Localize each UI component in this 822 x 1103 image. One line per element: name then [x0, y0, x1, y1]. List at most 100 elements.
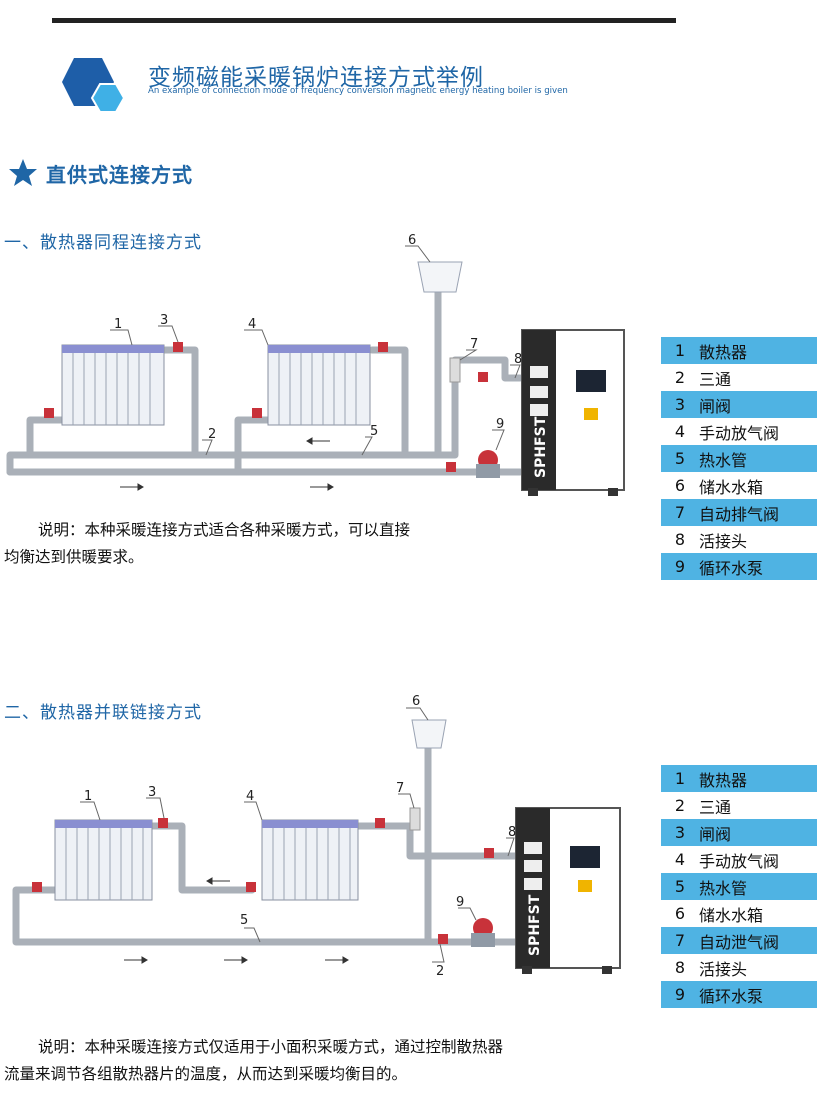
- diagram2-water-tank: [411, 719, 447, 749]
- diagram1-leader-lines: [110, 245, 521, 456]
- diagram1-schematic: SPHFST 1 2 3 4 5 6 7 8 9: [6, 233, 625, 496]
- legend-num: 7: [674, 503, 686, 522]
- star-icon: [9, 159, 37, 186]
- legend-num: 1: [674, 769, 686, 788]
- legend-label: 闸阀: [699, 824, 732, 844]
- legend-label: 储水水箱: [699, 477, 764, 497]
- diagram2-boiler-brand: SPHFST: [527, 894, 543, 956]
- diagram1-callout-9: 9: [496, 417, 504, 432]
- legend-num: 6: [674, 904, 686, 923]
- diagram1-callout-3: 3: [160, 313, 168, 328]
- diagram2-leader-lines: [80, 707, 515, 963]
- diagram1-radiator-2: [267, 344, 371, 426]
- legend-label: 热水管: [699, 450, 748, 470]
- diagram2-valves: [32, 818, 494, 944]
- diagram2-callout-labels: 1 2 3 4 5 6 7 8 9: [84, 694, 516, 979]
- diagram2-callout-7: 7: [396, 781, 404, 796]
- diagram2-radiator-2: [261, 819, 359, 901]
- diagram1-subtitle: 一、散热器同程连接方式: [4, 233, 202, 253]
- legend-label: 自动排气阀: [699, 504, 780, 524]
- legend-num: 7: [674, 931, 686, 950]
- diagram2-callout-1: 1: [84, 789, 92, 804]
- legend-label: 热水管: [699, 878, 748, 898]
- diagram1-callout-4: 4: [248, 317, 256, 332]
- legend-num: 9: [674, 985, 686, 1004]
- diagram2-callout-4: 4: [246, 789, 254, 804]
- legend-row: 3 闸阀: [661, 819, 817, 846]
- legend-label: 活接头: [699, 959, 748, 979]
- legend-num: 8: [674, 530, 686, 549]
- diagram2-schematic: SPHFST 1 2 3 4 5 6 7 8 9: [12, 694, 621, 979]
- legend-row: 6 储水水箱: [661, 472, 817, 499]
- diagram1-radiator-1: [61, 344, 165, 426]
- legend-label: 三通: [699, 369, 732, 389]
- legend-row: 6 储水水箱: [661, 900, 817, 927]
- diagram1-note-line2: 均衡达到供暖要求。: [4, 548, 144, 566]
- hexagon-logo-icon: [56, 50, 136, 114]
- diagram2-callout-9: 9: [456, 895, 464, 910]
- diagram2-subtitle: 二、散热器并联链接方式: [4, 703, 202, 723]
- diagram1-callout-labels: 1 2 3 4 5 6 7 8 9: [114, 233, 522, 442]
- legend-num: 4: [674, 422, 686, 441]
- diagram2-radiator-1: [54, 819, 153, 901]
- diagram1-boiler: SPHFST: [521, 329, 625, 496]
- diagram1-callout-7: 7: [470, 337, 478, 352]
- legend-row: 3 闸阀: [661, 391, 817, 418]
- diagram2-callout-6: 6: [412, 694, 420, 709]
- diagram2-callout-2: 2: [436, 964, 444, 979]
- legend-label: 活接头: [699, 531, 748, 551]
- diagram1-callout-1: 1: [114, 317, 122, 332]
- diagram2-callout-8: 8: [508, 825, 516, 840]
- diagram2-note-line2: 流量来调节各组散热器片的温度，从而达到采暖均衡目的。: [4, 1065, 408, 1083]
- diagram1-valves: [44, 342, 488, 472]
- legend-label: 散热器: [699, 342, 748, 362]
- legend-row: 2 三通: [661, 792, 817, 819]
- legend-row: 8 活接头: [661, 526, 817, 553]
- diagram2-flow-arrows: [124, 877, 349, 964]
- legend-label: 三通: [699, 797, 732, 817]
- legend-row: 7 自动泄气阀: [661, 927, 817, 954]
- diagram1-callout-8: 8: [514, 352, 522, 367]
- page-subtitle-en: An example of connection mode of frequen…: [148, 86, 568, 96]
- legend-label: 手动放气阀: [699, 423, 780, 443]
- header-rule: [52, 18, 676, 23]
- diagram1-callout-5: 5: [370, 424, 378, 439]
- legend-num: 6: [674, 476, 686, 495]
- legend-num: 2: [674, 368, 686, 387]
- legend-label: 储水水箱: [699, 905, 764, 925]
- legend-label: 自动泄气阀: [699, 932, 780, 952]
- diagram2-note: 说明：本种采暖连接方式仅适用于小面积采暖方式，通过控制散热器 流量来调节各组散热…: [4, 1034, 614, 1088]
- legend-num: 8: [674, 958, 686, 977]
- legend-row: 8 活接头: [661, 954, 817, 981]
- legend-num: 1: [674, 341, 686, 360]
- diagram1-callout-2: 2: [208, 427, 216, 442]
- legend-row: 4 手动放气阀: [661, 418, 817, 445]
- legend-row: 7 自动排气阀: [661, 499, 817, 526]
- legend-label: 散热器: [699, 770, 748, 790]
- legend-row: 1 散热器: [661, 337, 817, 364]
- diagram2-pump: [471, 918, 495, 947]
- legend-row: 9 循环水泵: [661, 981, 817, 1008]
- section-heading: 直供式连接方式: [8, 156, 193, 190]
- legend-num: 4: [674, 850, 686, 869]
- diagram2-air-vent: [409, 807, 421, 831]
- legend-num: 3: [674, 395, 686, 414]
- diagram1-note: 说明：本种采暖连接方式适合各种采暖方式，可以直接 均衡达到供暖要求。: [4, 517, 614, 571]
- legend-num: 5: [674, 877, 686, 896]
- legend-row: 2 三通: [661, 364, 817, 391]
- diagram1-water-tank: [417, 261, 463, 293]
- legend-label: 循环水泵: [699, 558, 764, 578]
- legend-row: 9 循环水泵: [661, 553, 817, 580]
- diagram1-air-vent: [449, 357, 461, 383]
- legend-num: 3: [674, 823, 686, 842]
- legend-label: 循环水泵: [699, 986, 764, 1006]
- legend-num: 9: [674, 557, 686, 576]
- legend-row: 5 热水管: [661, 873, 817, 900]
- legend-label: 闸阀: [699, 396, 732, 416]
- diagram2-callout-5: 5: [240, 913, 248, 928]
- legend-num: 2: [674, 796, 686, 815]
- diagram1-flow-arrows: [120, 437, 334, 491]
